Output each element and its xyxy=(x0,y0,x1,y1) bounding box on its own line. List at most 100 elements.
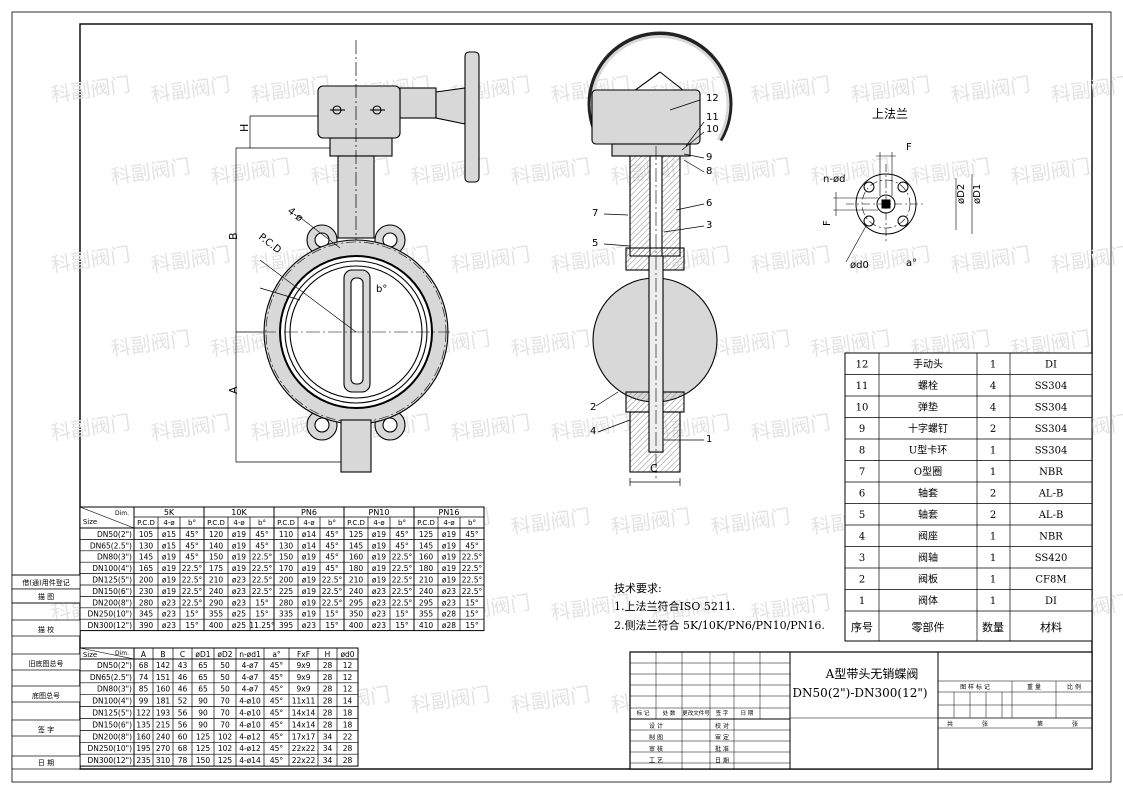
dims-header: B xyxy=(160,650,165,659)
dims-value: 4-ø10 xyxy=(239,697,261,706)
dim-F-top: F xyxy=(906,142,912,153)
flange-value: ø28 xyxy=(442,610,456,619)
rev-header: 签 字 xyxy=(716,709,729,717)
dims-value: 160 xyxy=(136,732,151,741)
dims-value: 28 xyxy=(323,697,333,706)
watermark-text: 科副阀门 xyxy=(509,154,592,189)
bom-header-no: 序号 xyxy=(851,620,873,634)
flange-value: 15° xyxy=(255,610,269,619)
flange-sub-header: 4-ø xyxy=(373,519,385,527)
dims-value: 28 xyxy=(343,744,353,753)
dims-value: 215 xyxy=(156,720,171,729)
flange-value: 15° xyxy=(465,598,479,607)
bom-qty: 4 xyxy=(990,403,996,414)
flange-sub-header: b° xyxy=(468,519,476,527)
dims-value: 70 xyxy=(220,697,230,706)
dims-value: 4-ø12 xyxy=(239,744,261,753)
dims-table-frame xyxy=(79,647,359,767)
bom-material: SS304 xyxy=(1035,403,1068,414)
flange-value: 295 xyxy=(349,598,364,607)
watermark-text: 科副阀门 xyxy=(749,72,832,107)
dims-value: 14x14 xyxy=(292,709,316,718)
dims-value: 28 xyxy=(323,720,333,729)
top-flange-view xyxy=(833,152,973,263)
front-dims xyxy=(235,115,341,463)
dim-phiD1: øD1 xyxy=(972,184,983,204)
flange-value: 290 xyxy=(209,598,224,607)
flange-value: 15° xyxy=(185,610,199,619)
row-size: DN65(2.5") xyxy=(90,541,132,550)
dims-value: 68 xyxy=(139,661,149,670)
watermark-text: 科副阀门 xyxy=(609,504,692,539)
bom-part-name: 螺栓 xyxy=(918,379,938,392)
watermark-text: 科副阀门 xyxy=(549,242,632,277)
dim-a-deg: a° xyxy=(906,258,917,269)
flange-value: ø23 xyxy=(162,598,176,607)
sheet-label: 第 xyxy=(1037,720,1043,728)
balloon-12: 12 xyxy=(706,93,719,104)
dims-value: 56 xyxy=(178,720,188,729)
flange-value: 125 xyxy=(419,530,434,539)
dims-value: 90 xyxy=(198,709,208,718)
flange-group-header: PN6 xyxy=(301,508,317,517)
watermark-text: 科副阀门 xyxy=(149,410,232,445)
flange-value: ø23 xyxy=(232,598,246,607)
dims-value: 28 xyxy=(323,661,333,670)
flange-value: 110 xyxy=(279,530,294,539)
flange-value: 390 xyxy=(139,621,154,630)
flange-value: 22.5° xyxy=(252,553,273,562)
bom-part-name: 阀体 xyxy=(918,594,938,607)
bom-qty: 1 xyxy=(990,575,996,586)
rule-line xyxy=(79,647,135,660)
watermark-text: 科副阀门 xyxy=(109,154,192,189)
dim-n-phi-d: n-ød xyxy=(823,174,845,185)
bom-no: 1 xyxy=(859,596,865,607)
flange-value: 15° xyxy=(185,621,199,630)
dims-value: 46 xyxy=(178,685,188,694)
row-size: DN200(8") xyxy=(92,732,132,741)
dims-value: 310 xyxy=(156,756,171,765)
flange-group-header: PN10 xyxy=(369,508,390,517)
dims-value: 90 xyxy=(198,720,208,729)
flange-value: ø19 xyxy=(232,541,246,550)
bom-no: 10 xyxy=(856,403,869,414)
bom-qty: 1 xyxy=(990,360,996,371)
row-size: DN65(2.5") xyxy=(90,673,132,682)
balloon-3: 3 xyxy=(706,220,712,231)
flange-value: 45° xyxy=(255,541,269,550)
dims-value: 240 xyxy=(156,732,171,741)
flange-view-title: 上法兰 xyxy=(872,107,908,121)
flange-value: ø23 xyxy=(302,621,316,630)
flange-value: 160 xyxy=(349,553,364,562)
flange-value: 400 xyxy=(209,621,224,630)
flange-value: 45° xyxy=(325,564,339,573)
dims-value: 125 xyxy=(196,744,211,753)
dims-header: a° xyxy=(272,650,281,659)
dims-value: 193 xyxy=(156,709,171,718)
dims-header: C xyxy=(180,650,185,659)
flange-sub-header: P.C.D xyxy=(347,519,365,527)
flange-value: 335 xyxy=(279,610,294,619)
dims-value: 28 xyxy=(323,673,333,682)
sheet-label: 共 xyxy=(947,720,953,728)
flange-value: 45° xyxy=(325,553,339,562)
flange-value: 395 xyxy=(279,621,294,630)
watermark-text: 科副阀门 xyxy=(749,242,832,277)
dim-4phi: 4-ø xyxy=(285,206,304,225)
flange-value: ø19 xyxy=(302,576,316,585)
row-size: DN150(6") xyxy=(92,720,132,729)
bom-no: 8 xyxy=(859,446,865,457)
bom-no: 4 xyxy=(859,532,865,543)
row-size: DN125(5") xyxy=(92,709,132,718)
dims-value: 74 xyxy=(139,673,149,682)
dims-header: øD1 xyxy=(195,650,210,659)
dims-value: 28 xyxy=(323,709,333,718)
dims-value: 45° xyxy=(270,732,284,741)
dims-value: 9x9 xyxy=(297,673,311,682)
flange-value: 240 xyxy=(349,587,364,596)
margin-label-cell xyxy=(11,653,81,671)
dims-value: 60 xyxy=(178,732,188,741)
